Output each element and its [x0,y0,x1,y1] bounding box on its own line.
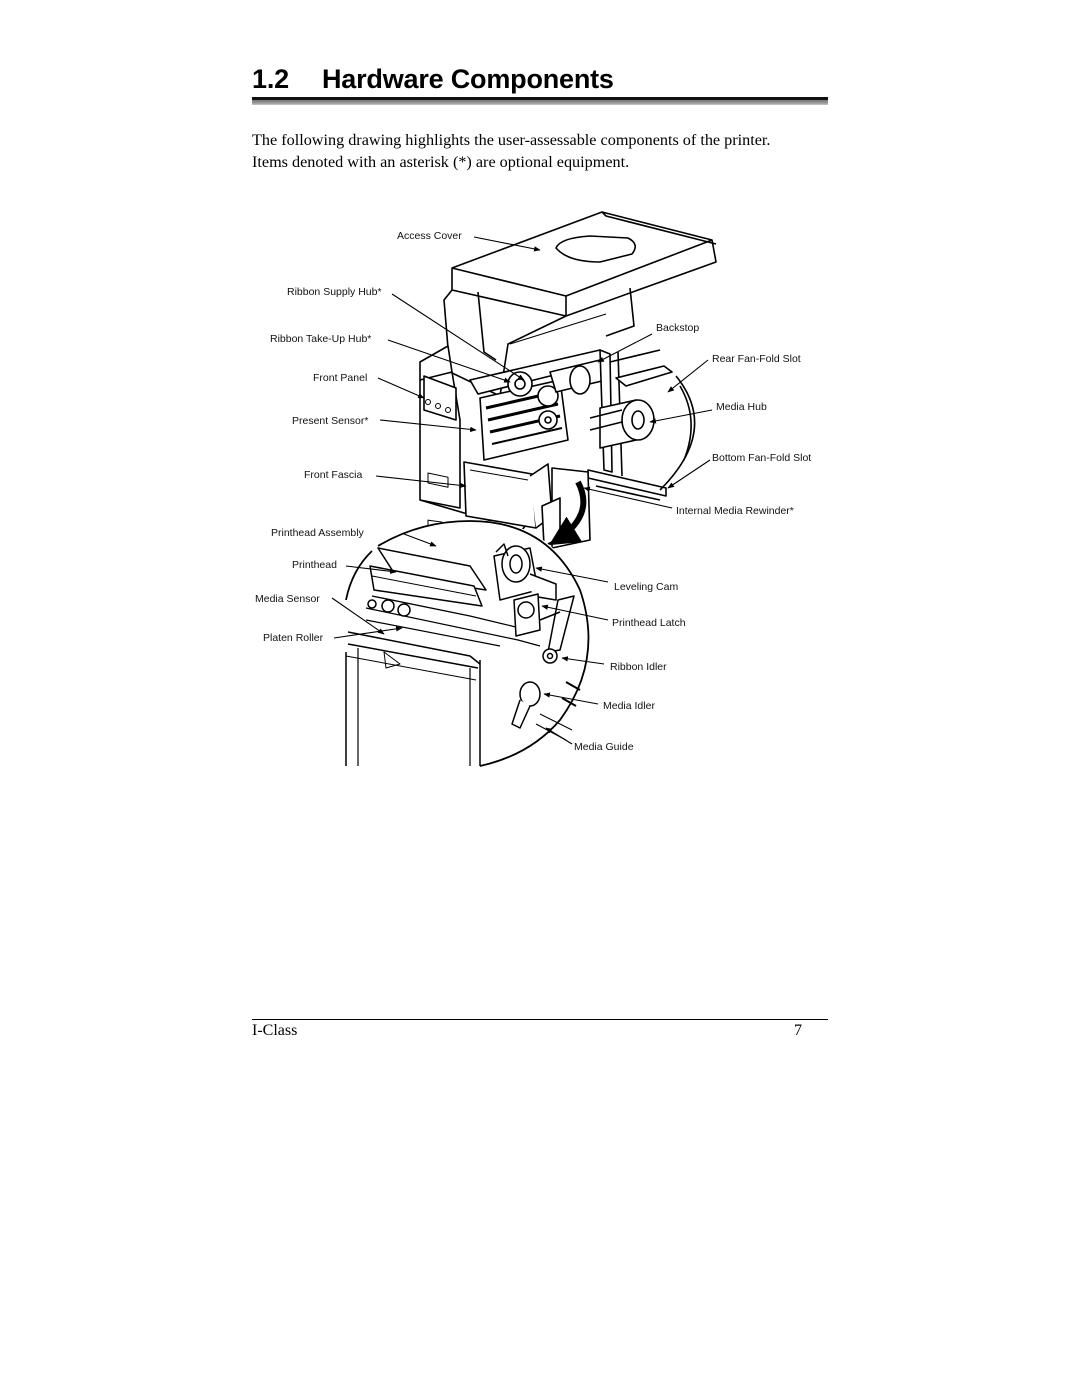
label-front-fascia: Front Fascia [304,469,363,481]
section-number: 1.2 [252,64,289,94]
label-media-idler: Media Idler [603,700,655,712]
label-access-cover: Access Cover [397,230,462,242]
label-ribbon-idler: Ribbon Idler [610,661,667,673]
printhead-detail-view [345,520,590,767]
printer-drawing [419,211,717,549]
footer-page-number: 7 [794,1022,802,1039]
footer-rule [252,1019,828,1020]
label-ribbon-supply-hub: Ribbon Supply Hub* [287,286,382,298]
footer-product-name: I-Class [252,1022,298,1039]
label-printhead-latch: Printhead Latch [612,617,686,629]
label-internal-media-rewinder: Internal Media Rewinder* [676,505,794,517]
heading-rule [252,97,828,105]
leader-lines [331,236,713,745]
label-backstop: Backstop [656,322,699,334]
intro-line-1: The following drawing highlights the use… [252,131,771,149]
label-platen-roller: Platen Roller [263,632,324,644]
label-printhead-assembly: Printhead Assembly [271,527,365,539]
front-panel-shape [423,375,457,529]
intro-line-2: Items denoted with an asterisk (*) are o… [252,153,630,171]
front-fascia-shape [463,461,553,529]
label-leveling-cam: Leveling Cam [614,581,678,593]
label-printhead: Printhead [292,559,337,571]
label-media-sensor: Media Sensor [255,593,320,605]
section-title: Hardware Components [322,64,614,94]
section-heading: 1.2 Hardware Components [252,64,614,95]
media-hub-shape [589,399,655,449]
label-media-guide: Media Guide [574,741,634,753]
label-media-hub: Media Hub [716,401,767,413]
label-front-panel: Front Panel [313,372,367,384]
label-rear-fan-fold-slot: Rear Fan-Fold Slot [712,353,801,365]
label-present-sensor: Present Sensor* [292,415,368,427]
label-bottom-fan-fold-slot: Bottom Fan-Fold Slot [712,452,811,464]
intro-paragraph: The following drawing highlights the use… [252,129,830,173]
label-ribbon-take-up-hub: Ribbon Take-Up Hub* [270,333,371,345]
detail-pointer-arrow [548,480,587,546]
access-cover-shape [451,211,717,317]
